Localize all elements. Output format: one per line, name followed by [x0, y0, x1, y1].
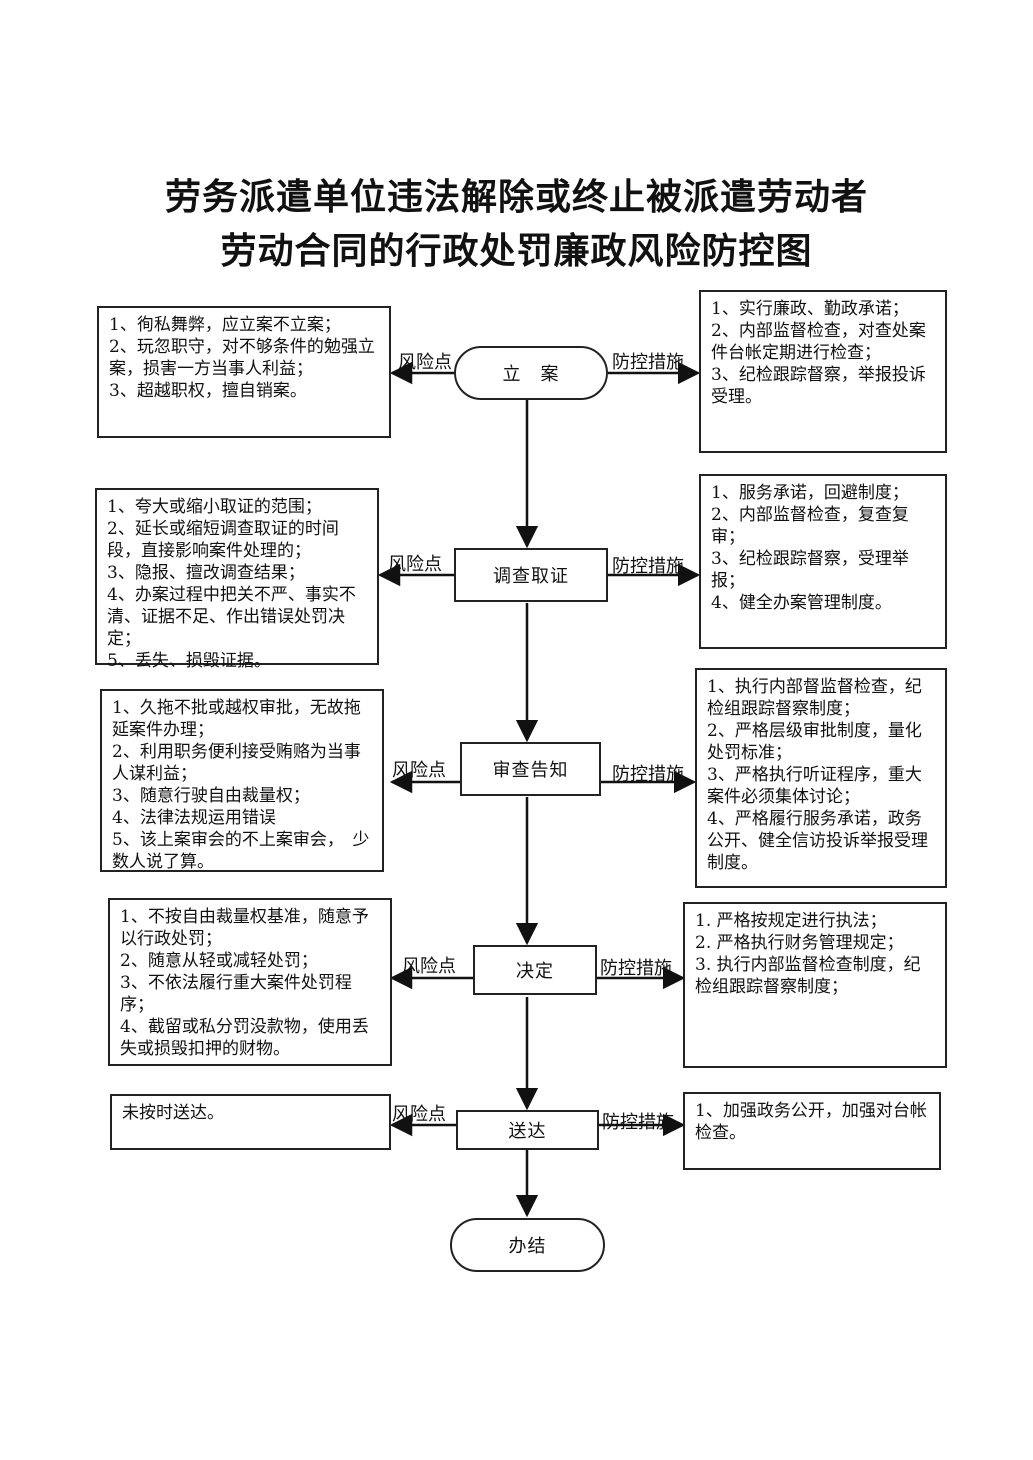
control-text: 4、健全办案管理制度。 [711, 593, 892, 613]
control-text: 3、纪检跟踪督察，受理举报； [711, 549, 909, 591]
control-text: 1、加强政务公开，加强对台帐检查。 [695, 1101, 927, 1143]
control-box-4: 1. 严格按规定进行执法； 2. 严格执行财务管理规定； 3. 执行内部监督检查… [683, 902, 947, 1068]
control-label-4: 防控措施 [600, 958, 672, 979]
risk-box-1: 1、徇私舞弊，应立案不立案； 2、玩忽职守，对不够条件的勉强立案，损害一方当事人… [97, 306, 391, 438]
control-text: 2、严格层级审批制度，量化处罚标准； [707, 721, 922, 763]
risk-label-1: 风险点 [398, 352, 452, 373]
diagram-title-line2: 劳动合同的行政处罚廉政风险防控图 [220, 231, 813, 272]
step-node-5: 送达 [456, 1110, 599, 1150]
end-node: 办结 [450, 1218, 605, 1272]
risk-text: 4、法律法规运用错误 [112, 808, 276, 828]
risk-text: 5、丢失、损毁证据。 [107, 651, 271, 671]
risk-box-3: 1、久拖不批或越权审批，无故拖延案件办理； 2、利用职务便利接受贿赂为当事人谋利… [100, 689, 384, 872]
step-name: 调查取证 [493, 566, 569, 587]
risk-box-2: 1、夸大或缩小取证的范围； 2、延长或缩短调查取证的时间段，直接影响案件处理的；… [95, 488, 379, 671]
control-text: 2、内部监督检查，复查复审； [711, 505, 909, 547]
control-text: 2、内部监督检查，对查处案件台帐定期进行检查； [711, 321, 926, 363]
risk-text: 2、延长或缩短调查取证的时间段，直接影响案件处理的； [107, 519, 339, 561]
control-text: 3、严格执行听证程序，重大案件必须集体讨论； [707, 765, 922, 807]
risk-label-4: 风险点 [402, 956, 456, 977]
risk-text: 1、不按自由裁量权基准，随意予以行政处罚； [120, 907, 369, 949]
risk-text: 1、久拖不批或越权审批，无故拖延案件办理； [112, 698, 361, 740]
diagram-title-line1: 劳务派遣单位违法解除或终止被派遣劳动者 [164, 177, 868, 218]
risk-text: 2、利用职务便利接受贿赂为当事人谋利益； [112, 742, 361, 784]
risk-text: 未按时送达。 [122, 1103, 224, 1123]
risk-text: 3、随意行驶自由裁量权； [112, 786, 310, 806]
risk-text: 1、徇私舞弊，应立案不立案； [109, 315, 341, 335]
risk-label-3: 风险点 [392, 760, 446, 781]
risk-text: 5、该上案审会的不上案审会， 少数人说了算。 [112, 830, 370, 872]
control-box-3: 1、执行内部督监督检查，纪检组跟踪督察制度； 2、严格层级审批制度，量化处罚标准… [695, 668, 947, 888]
step-node-4: 决定 [473, 945, 597, 995]
step-name: 送达 [508, 1121, 547, 1142]
step-node-1: 立 案 [454, 346, 608, 400]
step-node-3: 审查告知 [460, 742, 601, 796]
step-node-2: 调查取证 [454, 548, 608, 602]
control-label-5: 防控措施 [602, 1112, 674, 1133]
control-text: 3、纪检跟踪督察，举报投诉受理。 [711, 365, 926, 407]
control-label-3: 防控措施 [612, 764, 684, 785]
control-text: 2. 严格执行财务管理规定； [695, 933, 904, 953]
control-label-2: 防控措施 [612, 556, 684, 577]
control-text: 1、服务承诺，回避制度； [711, 483, 909, 503]
control-box-5: 1、加强政务公开，加强对台帐检查。 [683, 1092, 941, 1170]
risk-text: 4、办案过程中把关不严、事实不清、证据不足、作出错误处罚决定； [107, 585, 356, 649]
risk-label-2: 风险点 [388, 554, 442, 575]
step-name: 决定 [516, 961, 554, 982]
risk-box-4: 1、不按自由裁量权基准，随意予以行政处罚； 2、随意从轻或减轻处罚； 3、不依法… [108, 898, 392, 1066]
risk-box-5: 未按时送达。 [110, 1094, 391, 1150]
control-text: 4、严格履行服务承诺，政务公开、健全信访投诉举报受理制度。 [707, 809, 928, 873]
risk-text: 4、截留或私分罚没款物，使用丢失或损毁扣押的财物。 [120, 1017, 369, 1059]
control-text: 1、执行内部督监督检查，纪检组跟踪督察制度； [707, 677, 922, 719]
risk-text: 3、不依法履行重大案件处罚程序； [120, 973, 352, 1015]
risk-text: 3、超越职权，擅自销案。 [109, 381, 307, 401]
control-text: 1. 严格按规定进行执法； [695, 911, 887, 931]
risk-text: 1、夸大或缩小取证的范围； [107, 497, 322, 517]
step-name: 立 案 [502, 364, 560, 385]
risk-text: 2、玩忽职守，对不够条件的勉强立案，损害一方当事人利益； [109, 337, 375, 379]
end-name: 办结 [508, 1236, 547, 1257]
step-name: 审查告知 [492, 760, 569, 781]
risk-text: 3、隐报、擅改调查结果； [107, 563, 305, 583]
control-label-1: 防控措施 [612, 352, 684, 373]
control-box-1: 1、实行廉政、勤政承诺； 2、内部监督检查，对查处案件台帐定期进行检查； 3、纪… [699, 290, 947, 453]
control-text: 3. 执行内部监督检查制度，纪检组跟踪督察制度； [695, 955, 921, 997]
risk-text: 2、随意从轻或减轻处罚； [120, 951, 318, 971]
control-text: 1、实行廉政、勤政承诺； [711, 299, 909, 319]
risk-label-5: 风险点 [392, 1104, 446, 1125]
control-box-2: 1、服务承诺，回避制度； 2、内部监督检查，复查复审； 3、纪检跟踪督察，受理举… [699, 474, 947, 649]
